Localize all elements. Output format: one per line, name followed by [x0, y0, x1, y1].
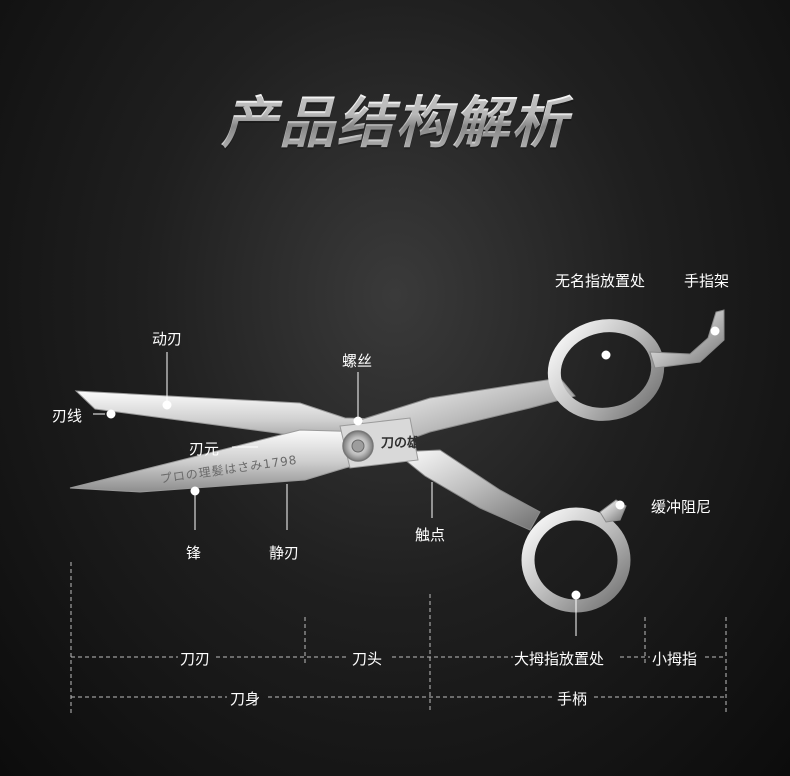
- label-blade-origin: 刃元: [189, 438, 219, 459]
- dim-blade-edge: 刀刃: [180, 648, 210, 669]
- label-moving-blade: 动刃: [152, 328, 182, 349]
- lower-handle-arm: [395, 450, 540, 530]
- dim-blade-head: 刀头: [352, 648, 382, 669]
- label-screw: 螺丝: [342, 350, 372, 371]
- dim-little-finger: 小拇指: [652, 648, 697, 669]
- top-ring: [546, 316, 666, 424]
- dim-thumb-area: 大拇指放置处: [514, 648, 604, 669]
- label-tip: 锋: [186, 542, 201, 563]
- dim-blade-body: 刀身: [230, 688, 260, 709]
- finger-rest: [650, 310, 724, 368]
- label-damper: 缓冲阻尼: [651, 496, 711, 517]
- label-blade-line: 刃线: [52, 405, 82, 426]
- label-still-blade: 静刃: [269, 542, 299, 563]
- dim-handle: 手柄: [557, 688, 587, 709]
- label-ring-finger: 无名指放置处: [555, 270, 645, 291]
- brand-logo: 刀の雄: [381, 432, 420, 451]
- measurement-lines: [71, 562, 726, 713]
- label-contact-point: 触点: [415, 524, 445, 545]
- label-finger-rest: 手指架: [684, 270, 729, 291]
